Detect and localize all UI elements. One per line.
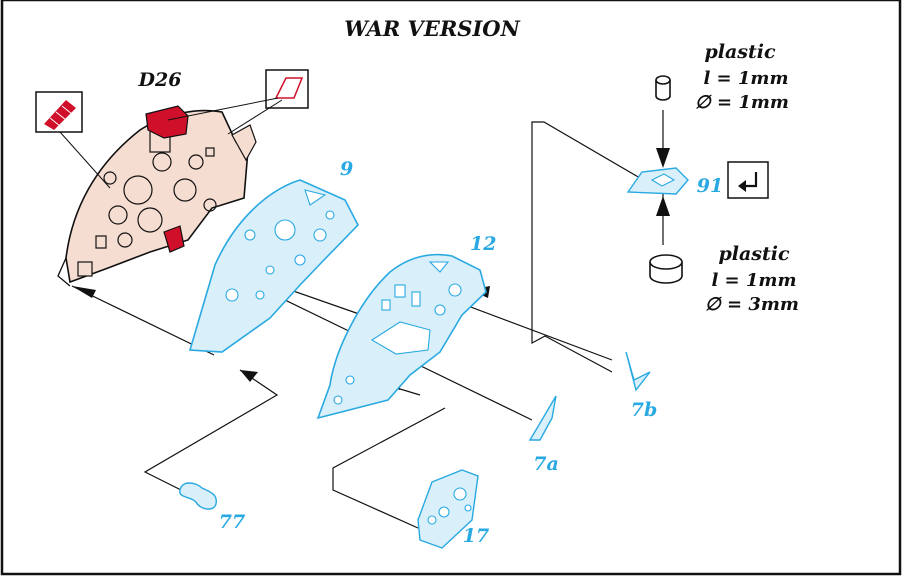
guide-line-17-b (332, 407, 446, 529)
diagram-title: WAR VERSION (344, 16, 520, 41)
part-label-7b: 7b (631, 399, 658, 421)
pe-part-7b: 7b (625, 351, 658, 421)
arrow-peg-large (656, 196, 670, 216)
guide-line-91 (531, 121, 641, 373)
part-label-91: 91 (697, 175, 723, 197)
plastic-small-length: l = 1mm (703, 68, 788, 89)
plastic-rod-small: plastic l = 1mm ∅ = 1mm (655, 41, 789, 113)
plastic-large-material: plastic (718, 243, 790, 265)
plastic-large-length: l = 1mm (711, 270, 796, 291)
d26-red-tab-bottom (163, 225, 185, 253)
arrow-peg-small (656, 148, 670, 168)
guide-line-77-to-d26 (71, 285, 215, 356)
main-panel-d26: D26 (57, 69, 257, 287)
part-label-d26: D26 (138, 69, 182, 91)
bend-arrow-icon (727, 161, 769, 199)
pe-part-17: 17 (417, 469, 489, 549)
guide-line-77 (143, 369, 279, 493)
pe-part-9: 9 (188, 158, 359, 353)
pe-part-7a: 7a (528, 395, 559, 475)
part-label-9: 9 (340, 158, 353, 180)
arrow-d26 (72, 286, 96, 298)
arrow-77 (240, 370, 258, 382)
pe-part-77: 77 (179, 482, 245, 533)
cut-off-icon (167, 69, 309, 135)
plastic-small-diameter: ∅ = 1mm (695, 92, 789, 113)
plastic-disc-large: plastic l = 1mm ∅ = 3mm (649, 243, 799, 315)
plastic-large-diameter: ∅ = 3mm (705, 294, 799, 315)
part-label-7a: 7a (533, 453, 559, 475)
part-label-17: 17 (463, 525, 489, 547)
part-label-77: 77 (219, 511, 245, 533)
pe-part-12: 12 (316, 233, 496, 420)
pe-part-91: 91 (626, 167, 723, 197)
part-label-12: 12 (470, 233, 496, 255)
red-hatched-removal-icon (35, 91, 111, 189)
d26-red-tab-top (145, 105, 189, 139)
plastic-small-material: plastic (704, 41, 776, 63)
